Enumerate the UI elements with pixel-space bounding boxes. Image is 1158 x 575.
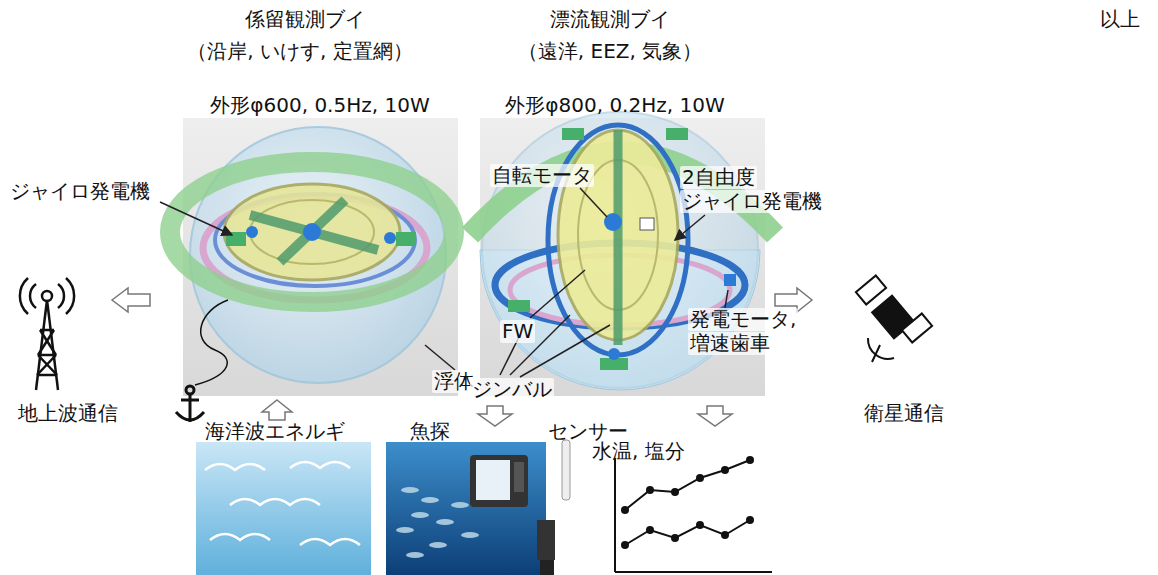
part-label: FW (500, 320, 535, 343)
energy-label: 海洋波エネルギ (205, 420, 345, 443)
part-label: 2自由度 (680, 166, 757, 189)
part-label: ジンバル (470, 378, 554, 401)
part-label: 発電モータ, (688, 308, 798, 331)
buoy-heading: 漂流観測ブイ (550, 8, 670, 31)
part-label: ジャイロ発電機 (10, 180, 150, 203)
spec-label: 外形φ600, 0.5Hz, 10W (210, 94, 429, 117)
buoy-subheading: （沿岸, いけす, 定置網） (187, 40, 412, 63)
buoy-subheading: （遠洋, EEZ, 気象） (518, 40, 702, 63)
comm-label: 衛星通信 (864, 402, 944, 425)
part-label: 自転モータ (490, 164, 594, 187)
note: 以上 (1100, 8, 1140, 31)
part-label: 増速歯車 (688, 332, 772, 355)
spec-label: 外形φ800, 0.2Hz, 10W (505, 94, 724, 117)
device-label: 魚探 (410, 420, 450, 443)
buoy-heading: 係留観測ブイ (245, 8, 365, 31)
comm-label: 地上波通信 (18, 402, 118, 425)
sensor-label: 水温, 塩分 (592, 440, 685, 463)
part-label: ジャイロ発電機 (680, 190, 824, 213)
